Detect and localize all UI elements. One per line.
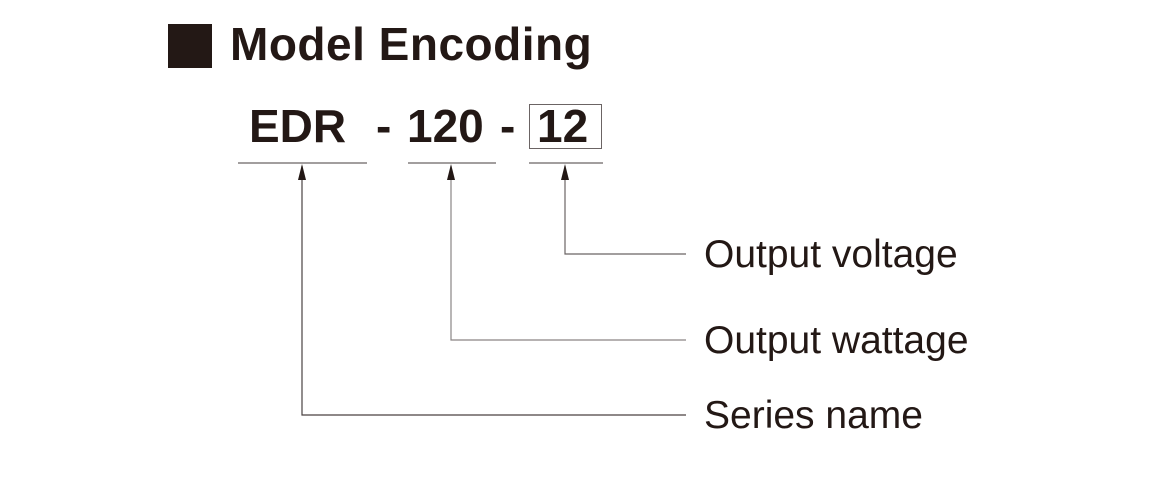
code-separator-1: - [376,100,392,152]
code-voltage: 12 [537,100,589,152]
code-series: EDR [249,100,347,152]
connector-series [301,166,686,416]
code-voltage-box [529,104,602,149]
page-title: Model Encoding [230,18,593,70]
code-wattage: 120 [407,100,484,152]
connector-wattage [450,166,686,341]
label-series-name: Series name [704,394,923,437]
arrow-voltage-icon [561,164,569,180]
title-bullet-square [168,24,212,68]
label-output-voltage: Output voltage [704,233,958,276]
label-output-wattage: Output wattage [704,319,969,362]
arrow-series-icon [298,164,306,180]
connector-voltage [564,166,686,255]
arrow-wattage-icon [447,164,455,180]
code-separator-2: - [500,100,516,152]
